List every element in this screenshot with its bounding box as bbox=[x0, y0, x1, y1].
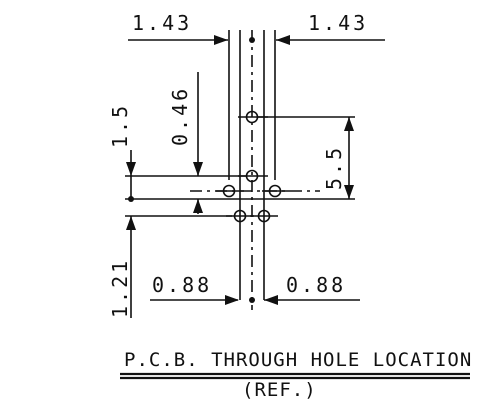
dim-121-group: 1.21 bbox=[108, 216, 136, 318]
title-main: P.C.B. THROUGH HOLE LOCATION bbox=[124, 349, 472, 371]
dim-top-right: 1.43 bbox=[308, 11, 368, 35]
column-extension-lines bbox=[228, 30, 276, 310]
dim-bottom-left: 0.88 bbox=[152, 273, 212, 297]
dim-046-arrow-top bbox=[193, 162, 203, 176]
top-dimension-group: 1.43 1.43 bbox=[128, 11, 385, 45]
dim-55-label: 5.5 bbox=[322, 145, 346, 190]
dim-top-left: 1.43 bbox=[132, 11, 192, 35]
hole-right-low bbox=[250, 209, 278, 223]
row-extension-lines bbox=[125, 116, 355, 217]
dim-15-arrow bbox=[126, 162, 136, 176]
top-left-arrow bbox=[214, 35, 228, 45]
dim-15-group: 1.5 bbox=[108, 103, 136, 202]
top-right-arrow bbox=[276, 35, 290, 45]
bottom-left-arrow bbox=[225, 295, 239, 305]
dim-15-label: 1.5 bbox=[108, 103, 132, 148]
through-holes bbox=[216, 110, 290, 223]
title-sub: (REF.) bbox=[242, 379, 317, 401]
bottom-right-arrow bbox=[264, 295, 278, 305]
dim-55-arrow-bottom bbox=[344, 185, 354, 199]
title-block: P.C.B. THROUGH HOLE LOCATION (REF.) bbox=[120, 349, 472, 401]
dim-121-arrow bbox=[126, 216, 136, 230]
dim-046-group: 0.46 bbox=[168, 72, 203, 214]
bottom-dimension-group: 0.88 0.88 bbox=[150, 273, 360, 305]
dim-55-arrow-top bbox=[344, 117, 354, 131]
dim-55-group: 5.5 bbox=[322, 117, 354, 199]
dim-046-label: 0.46 bbox=[168, 86, 192, 146]
dim-046-arrow-bottom bbox=[193, 199, 203, 213]
dim-121-label: 1.21 bbox=[108, 258, 132, 318]
bottom-center-dot bbox=[249, 297, 255, 303]
dim-bottom-right: 0.88 bbox=[286, 273, 346, 297]
